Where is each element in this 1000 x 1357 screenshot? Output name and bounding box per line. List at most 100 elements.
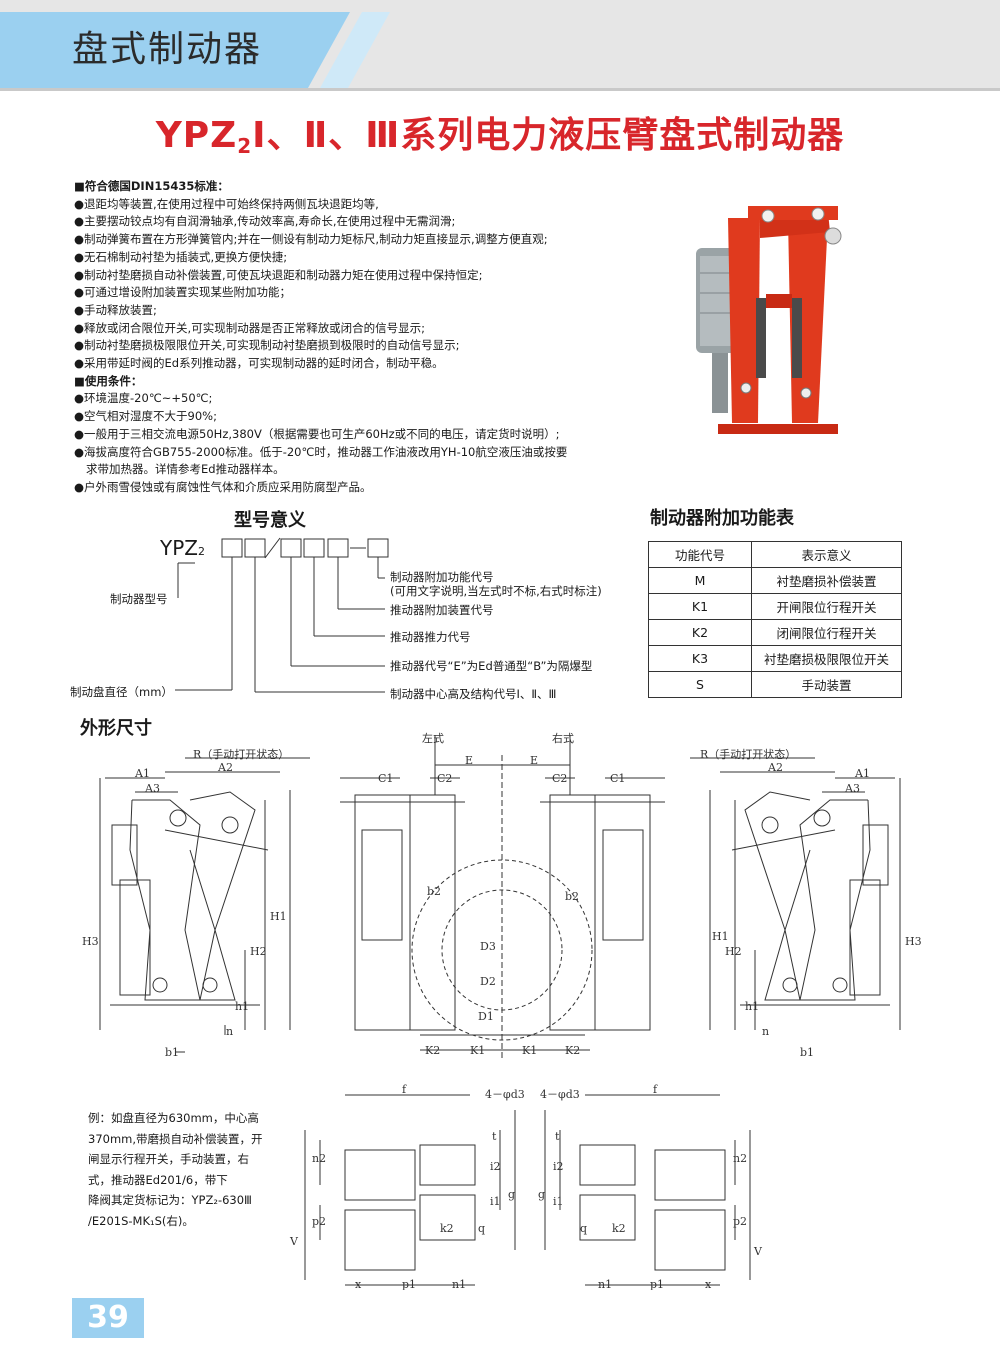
label-p1-right: p1 [650,1278,664,1290]
label-i2-right: i2 [553,1160,564,1173]
spec-item: ●主要摆动铰点均有自润滑轴承,传动效率高,寿命长,在使用过程中无需润滑; [74,214,456,229]
section-title: 盘式制动器 [72,29,263,70]
header-rule [0,88,1000,91]
label-aux-func: 制动器附加功能代号 (可用文字说明,当左式时不标,右式时标注) [390,570,602,598]
label-t-left: t [492,1130,497,1143]
label-x-left: x [355,1278,362,1290]
label-K2-right: K2 [565,1044,580,1057]
func-meaning: 闭闸限位行程开关 [751,619,902,646]
label-n2-right: n2 [733,1152,747,1165]
label-A1: A1 [134,767,150,780]
label-g-right: g [538,1188,545,1201]
label-C1-left: C1 [378,772,393,785]
label-A2: A2 [217,761,233,774]
label-k2-left: k2 [440,1222,454,1235]
condition-item: ●海拔高度符合GB755-2000标准。低于-20℃时，推动器工作油液改用YH-… [74,444,568,459]
table-header-row: 功能代号 表示意义 [648,541,902,568]
label-E-right: E [530,754,538,767]
example-line: /E201S-MK₁S(右)。 [88,1213,194,1228]
col-header: 表示意义 [751,541,902,568]
label-K2-left: K2 [425,1044,440,1057]
func-meaning: 衬垫磨损补偿装置 [751,567,902,594]
model-code: YPZ2 [160,536,205,560]
label-A1-right: A1 [854,767,870,780]
label-right-style: 右式 [552,731,574,745]
page-number-box [72,1298,144,1338]
condition-item: ●一般用于三相交流电源50Hz,380V（根据需要也可生产60Hz或不同的电压，… [74,426,560,441]
label-thruster-aux: 推动器附加装置代号 [390,603,494,617]
example-line: 闸显示行程开关，手动装置，右 [88,1152,249,1166]
condition-item: 求带加热器。详情参考Ed推动器样本。 [86,462,285,477]
label-b1-right: b1 [800,1046,814,1059]
label-H1-left: H1 [270,910,287,923]
label-i1-left: i1 [490,1195,501,1208]
header-accent [0,12,350,88]
label-H3-left: H3 [82,935,99,948]
label-R-left: R（手动打开状态） [193,747,289,761]
label-p2-right: p2 [733,1215,747,1228]
label-E-left: E [465,754,473,767]
label-h1-left: h1 [235,1000,249,1013]
label-thruster-code: 推动器代号“E”为Ed普通型“B”为隔爆型 [390,659,593,673]
label-p1-left: p1 [402,1278,416,1290]
standard-heading: ■符合德国DIN15435标准： [74,179,229,193]
label-disc-diameter: 制动盘直径（mm） [70,685,173,699]
page-number: 39 [87,1300,129,1335]
spec-item: ●制动衬垫磨损极限限位开关,可实现制动衬垫磨损到极限时的自动信号显示; [74,338,460,353]
label-H1-right: H1 [712,930,729,943]
spec-item: ●采用带延时阀的Ed系列推动器，可实现制动器的延时闭合，制动平稳。 [74,356,444,371]
spec-item: ●制动弹簧布置在方形弹簧管内;并在一侧设有制动力矩标尺,制动力矩直接显示,调整方… [74,232,548,247]
label-C2-left: C2 [437,772,452,785]
label-H3-right: H3 [905,935,922,948]
table-row: M 衬垫磨损补偿装置 [648,567,902,594]
spec-list: ■符合德国DIN15435标准： ●退距均等装置,在使用过程中可始终保持两侧瓦块… [74,178,644,497]
label-n2-left: n2 [312,1152,326,1165]
spec-item: ●退距均等装置,在使用过程中可始终保持两侧瓦块退距均等, [74,196,379,211]
label-C1-right: C1 [610,772,625,785]
dimension-drawings: A1 A2 A3 R（手动打开状态） H1 H2 H3 h1 n b1 左式 右… [82,731,922,1290]
label-h1-right: h1 [745,1000,759,1013]
label-f-right: f [653,1083,658,1096]
page-title: YPZ2Ⅰ、Ⅱ、Ⅲ系列电力液压臂盘式制动器 [155,115,845,158]
example-line: 式，推动器Ed201/6，带下 [88,1172,228,1187]
func-code: K3 [648,645,752,672]
label-x-right: x [705,1278,712,1290]
label-i1-right: i1 [553,1195,564,1208]
label-holes-left: 4－φd3 [485,1088,525,1101]
func-table-heading: 制动器附加功能表 [650,508,794,529]
label-left-style: 左式 [422,732,444,745]
label-H2-right: H2 [725,945,742,958]
label-q-left: q [478,1222,485,1235]
label-n-right: n [762,1025,769,1038]
label-k2-right: k2 [612,1222,626,1235]
conditions-heading: ■使用条件： [74,373,143,388]
label-n-left: n [226,1025,233,1038]
spec-item: ●手动释放装置; [74,302,157,317]
func-code: K1 [648,593,752,620]
spec-item: ●无石棉制动衬垫为插装式,更换方便快捷; [74,249,288,264]
label-g-left: g [508,1188,515,1201]
table-row: K2 闭闸限位行程开关 [648,619,902,646]
example-line: 例：如盘直径为630mm，中心高 [88,1111,259,1125]
model-diagram [175,537,389,693]
func-code: M [648,567,752,594]
func-meaning: 开闸限位行程开关 [751,593,902,620]
dims-heading: 外形尺寸 [80,718,152,739]
order-example: 例：如盘直径为630mm，中心高 370mm,带磨损自动补偿装置，开 闸显示行程… [88,1108,278,1231]
label-A3-right: A3 [844,782,860,795]
label-holes-right: 4－φd3 [540,1088,580,1101]
label-b1-left: b1 [165,1046,179,1059]
col-header: 功能代号 [648,541,752,568]
label-K1-right: K1 [522,1044,537,1057]
brake-product-image [688,198,878,448]
spec-item: ●可通过增设附加装置实现某些附加功能； [74,285,292,300]
example-line: 370mm,带磨损自动补偿装置，开 [88,1131,263,1146]
label-R-right: R（手动打开状态） [700,747,796,761]
label-brake-type: 制动器型号 [110,592,168,606]
condition-item: ●环境温度-20℃~+50℃; [74,391,213,406]
label-b2-left: b2 [427,885,441,898]
label-D2: D2 [480,975,496,988]
label-A2-right: A2 [767,761,783,774]
table-row: K3 衬垫磨损极限限位开关 [648,645,902,672]
spec-item: ●释放或闭合限位开关,可实现制动器是否正常释放或闭合的信号显示; [74,320,426,335]
